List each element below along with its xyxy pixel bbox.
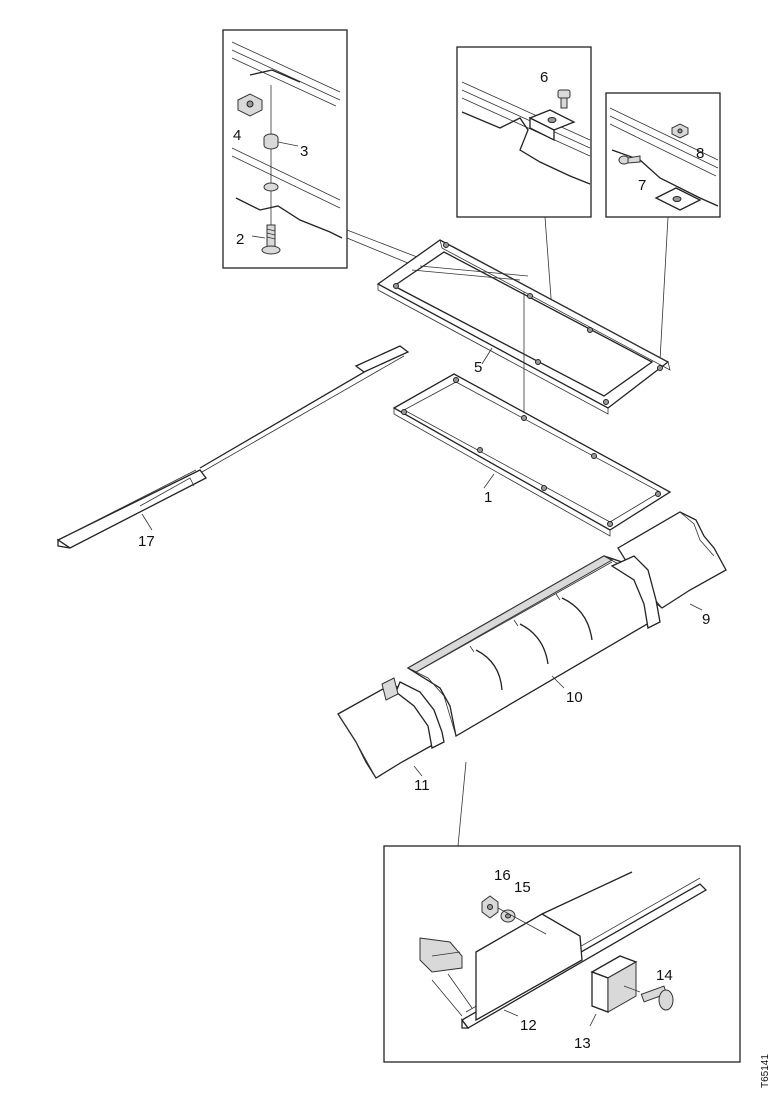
callout-12: 12 — [520, 1017, 537, 1034]
angle-rail — [609, 107, 719, 177]
callout-15: 15 — [514, 879, 531, 896]
leader-2 — [251, 235, 266, 239]
detail-frame-a — [222, 29, 348, 269]
rib-3 — [561, 597, 593, 641]
callout-11: 11 — [414, 777, 430, 794]
callout-7: 7 — [638, 177, 646, 194]
leader-1 — [483, 473, 495, 489]
detail-d-axis — [497, 907, 547, 935]
rail-nut — [263, 182, 279, 192]
rib-2 — [519, 623, 549, 665]
flat-panel-part-1 — [392, 373, 672, 537]
screw-part-2 — [261, 224, 281, 255]
leader-5 — [481, 347, 493, 365]
detail-box-parts-7-8 — [605, 92, 721, 218]
leader-12 — [503, 1009, 519, 1017]
nut-part-8 — [671, 123, 689, 139]
detail-c-pointer — [659, 216, 669, 361]
bolt-part-14 — [623, 985, 674, 1011]
detail-frame-b — [456, 46, 592, 218]
end-bracket-10 — [610, 555, 661, 629]
callout-14: 14 — [656, 967, 673, 984]
callout-5: 5 — [474, 359, 482, 376]
angle-bracket — [654, 187, 702, 211]
end-bracket-11 — [395, 681, 445, 749]
callout-10: 10 — [566, 689, 583, 706]
callout-8: 8 — [696, 145, 704, 162]
leader-17 — [141, 513, 153, 531]
callout-6: 6 — [540, 69, 548, 86]
rail-flange — [249, 69, 301, 83]
callout-17: 17 — [138, 533, 155, 550]
callout-3: 3 — [300, 143, 308, 160]
screw-part-6 — [557, 89, 571, 109]
screw-part-7 — [618, 155, 641, 165]
rail-end-bracket — [354, 345, 410, 373]
leader-10 — [551, 675, 565, 689]
washer-part-15 — [500, 909, 516, 923]
nut-part-16 — [481, 895, 499, 919]
detail-box-part-6 — [456, 46, 592, 218]
callout-13: 13 — [574, 1035, 591, 1052]
spacer-part-3 — [263, 133, 279, 150]
leader-13 — [589, 1013, 597, 1027]
corner-bracket — [419, 937, 473, 1017]
callout-4: 4 — [233, 127, 241, 144]
cover-plate — [475, 871, 633, 1022]
figure-reference: T65141 — [760, 1054, 771, 1088]
detail-d-pointer — [457, 761, 467, 847]
angle-edge — [611, 149, 719, 207]
block-part-13 — [590, 955, 638, 1013]
clip-nut-part-4 — [237, 93, 263, 117]
detail-box-parts-12-16 — [383, 845, 741, 1063]
callout-16: 16 — [494, 867, 511, 884]
bracket-edge — [461, 111, 591, 185]
callout-2: 2 — [236, 231, 244, 248]
leader-9 — [689, 603, 703, 611]
curved-cover-part-10 — [406, 555, 661, 738]
leader-3 — [277, 141, 299, 147]
mounting-plate — [528, 109, 576, 142]
frame-panel-part-5 — [376, 239, 671, 415]
rail-lower — [231, 147, 341, 209]
rail-lower-edge — [235, 197, 343, 239]
detail-box-fasteners-2-3-4 — [222, 29, 348, 269]
callout-9: 9 — [702, 611, 710, 628]
rail-upper — [231, 41, 341, 107]
end-cover-part-11 — [337, 677, 445, 779]
rib-1 — [475, 649, 503, 691]
long-rail-part-17 — [56, 345, 410, 549]
callout-1: 1 — [484, 489, 492, 506]
leader-11 — [413, 765, 423, 777]
